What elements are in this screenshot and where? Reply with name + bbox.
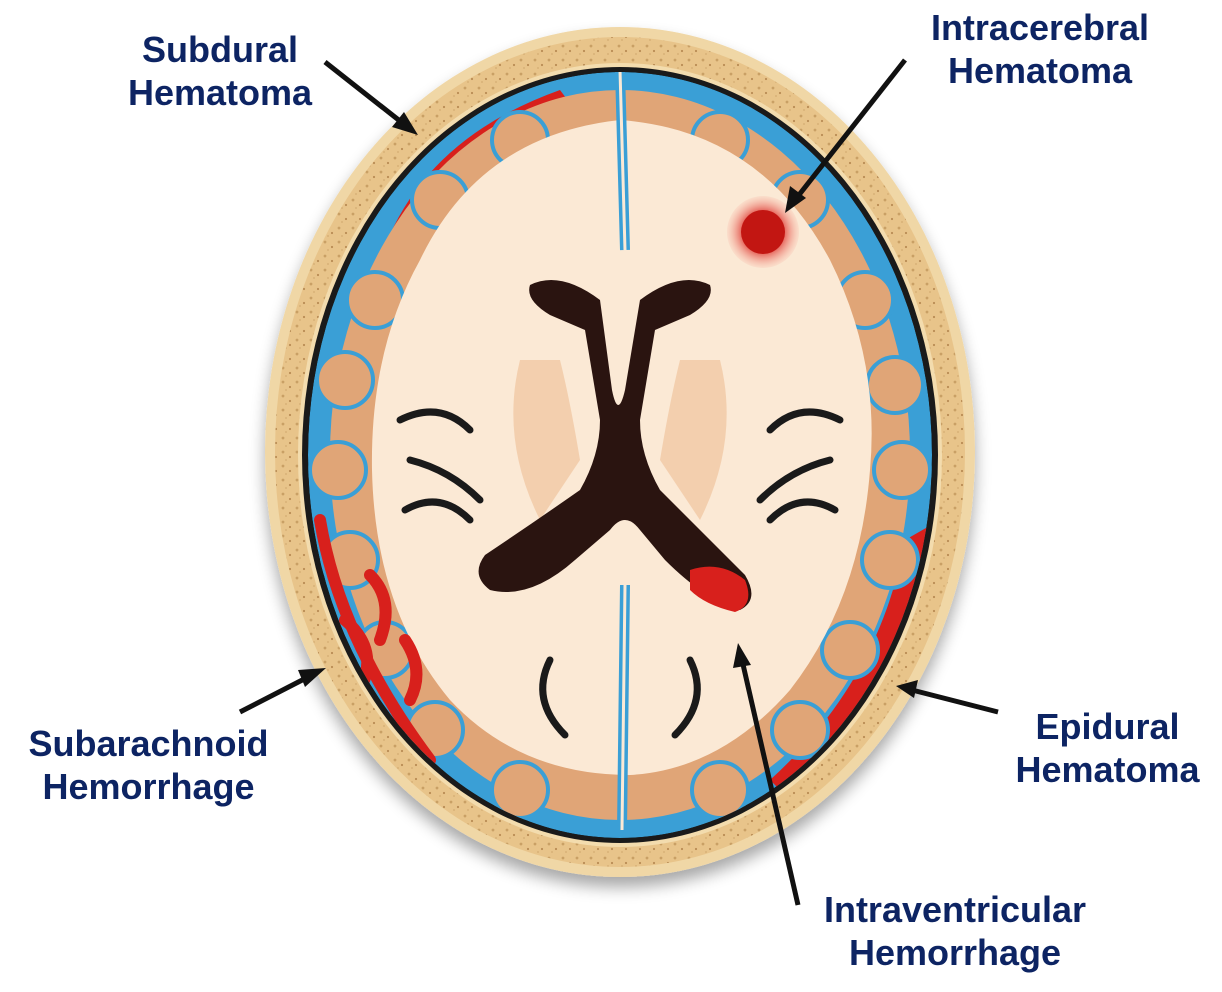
arrow-epidural <box>896 680 998 712</box>
label-epidural-hematoma: Epidural Hematoma <box>995 705 1220 791</box>
label-subdural-hematoma: Subdural Hematoma <box>105 28 335 114</box>
label-epidural-line2: Hematoma <box>995 748 1220 791</box>
arrow-subarachnoid <box>240 668 326 712</box>
label-subarachnoid-line2: Hemorrhage <box>6 765 291 808</box>
label-subarachnoid-hemorrhage: Subarachnoid Hemorrhage <box>6 722 291 808</box>
label-subarachnoid-line1: Subarachnoid <box>6 722 291 765</box>
label-intraventricular-line1: Intraventricular <box>790 888 1120 931</box>
label-intracerebral-line1: Intracerebral <box>905 6 1175 49</box>
label-subdural-line1: Subdural <box>105 28 335 71</box>
label-intraventricular-line2: Hemorrhage <box>790 931 1120 974</box>
label-intracerebral-hematoma: Intracerebral Hematoma <box>905 6 1175 92</box>
label-epidural-line1: Epidural <box>995 705 1220 748</box>
arrow-subdural <box>325 62 418 135</box>
label-subdural-line2: Hematoma <box>105 71 335 114</box>
label-intracerebral-line2: Hematoma <box>905 49 1175 92</box>
label-intraventricular-hemorrhage: Intraventricular Hemorrhage <box>790 888 1120 974</box>
